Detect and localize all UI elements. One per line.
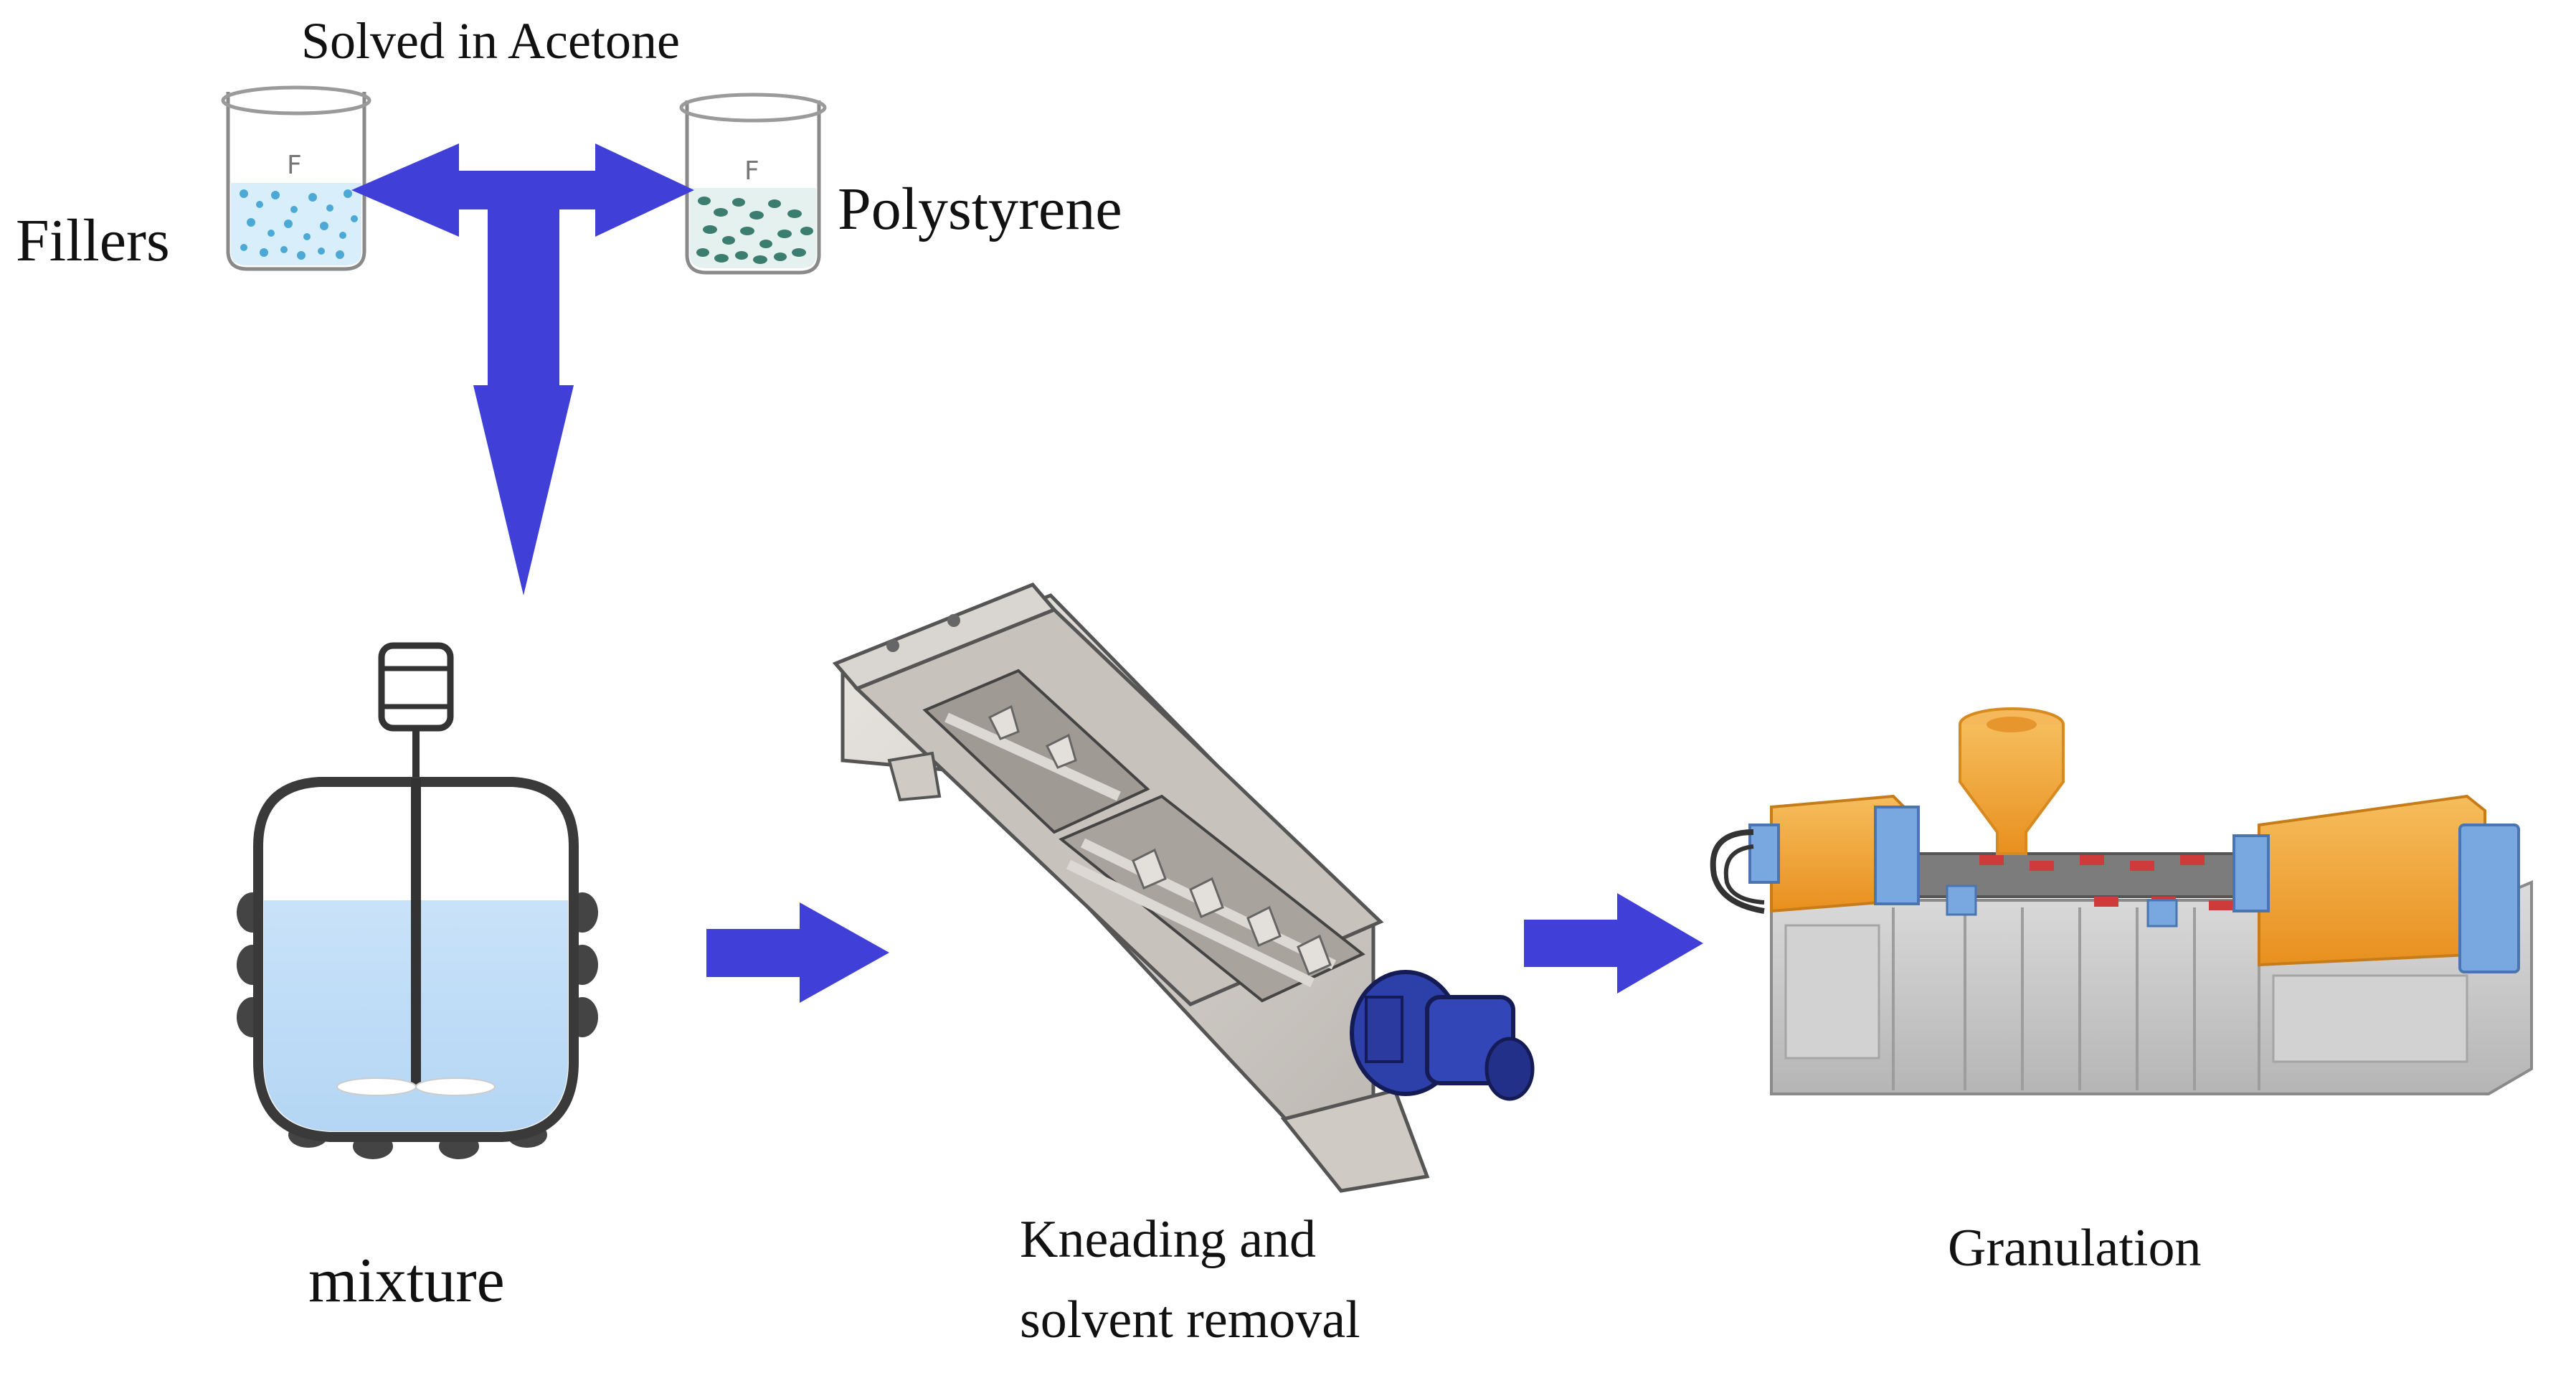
svg-text:F: F — [744, 156, 759, 186]
arrow-to-granulator-icon — [1524, 893, 1703, 994]
solved-in-acetone-label: Solved in Acetone — [301, 12, 680, 70]
t-arrow-icon — [351, 143, 694, 595]
fillers-label: Fillers — [16, 207, 170, 274]
kneading-label-line1: Kneading and — [1020, 1210, 1317, 1269]
kneader-motor-icon — [1350, 970, 1535, 1101]
reactor-vessel-icon — [237, 642, 598, 1159]
granulation-label: Granulation — [1948, 1219, 2202, 1278]
kneader-machine-icon — [832, 582, 1535, 1193]
fillers-beaker-icon: F — [221, 85, 371, 271]
polystyrene-label: Polystyrene — [838, 176, 1122, 242]
mixture-label: mixture — [308, 1246, 505, 1316]
polystyrene-beaker-icon: F — [679, 93, 827, 275]
arrow-to-kneader-icon — [706, 902, 889, 1003]
svg-text:F: F — [287, 151, 302, 180]
kneading-label-line2: solvent removal — [1020, 1291, 1360, 1349]
granulation-machine-icon — [1710, 707, 2533, 1095]
